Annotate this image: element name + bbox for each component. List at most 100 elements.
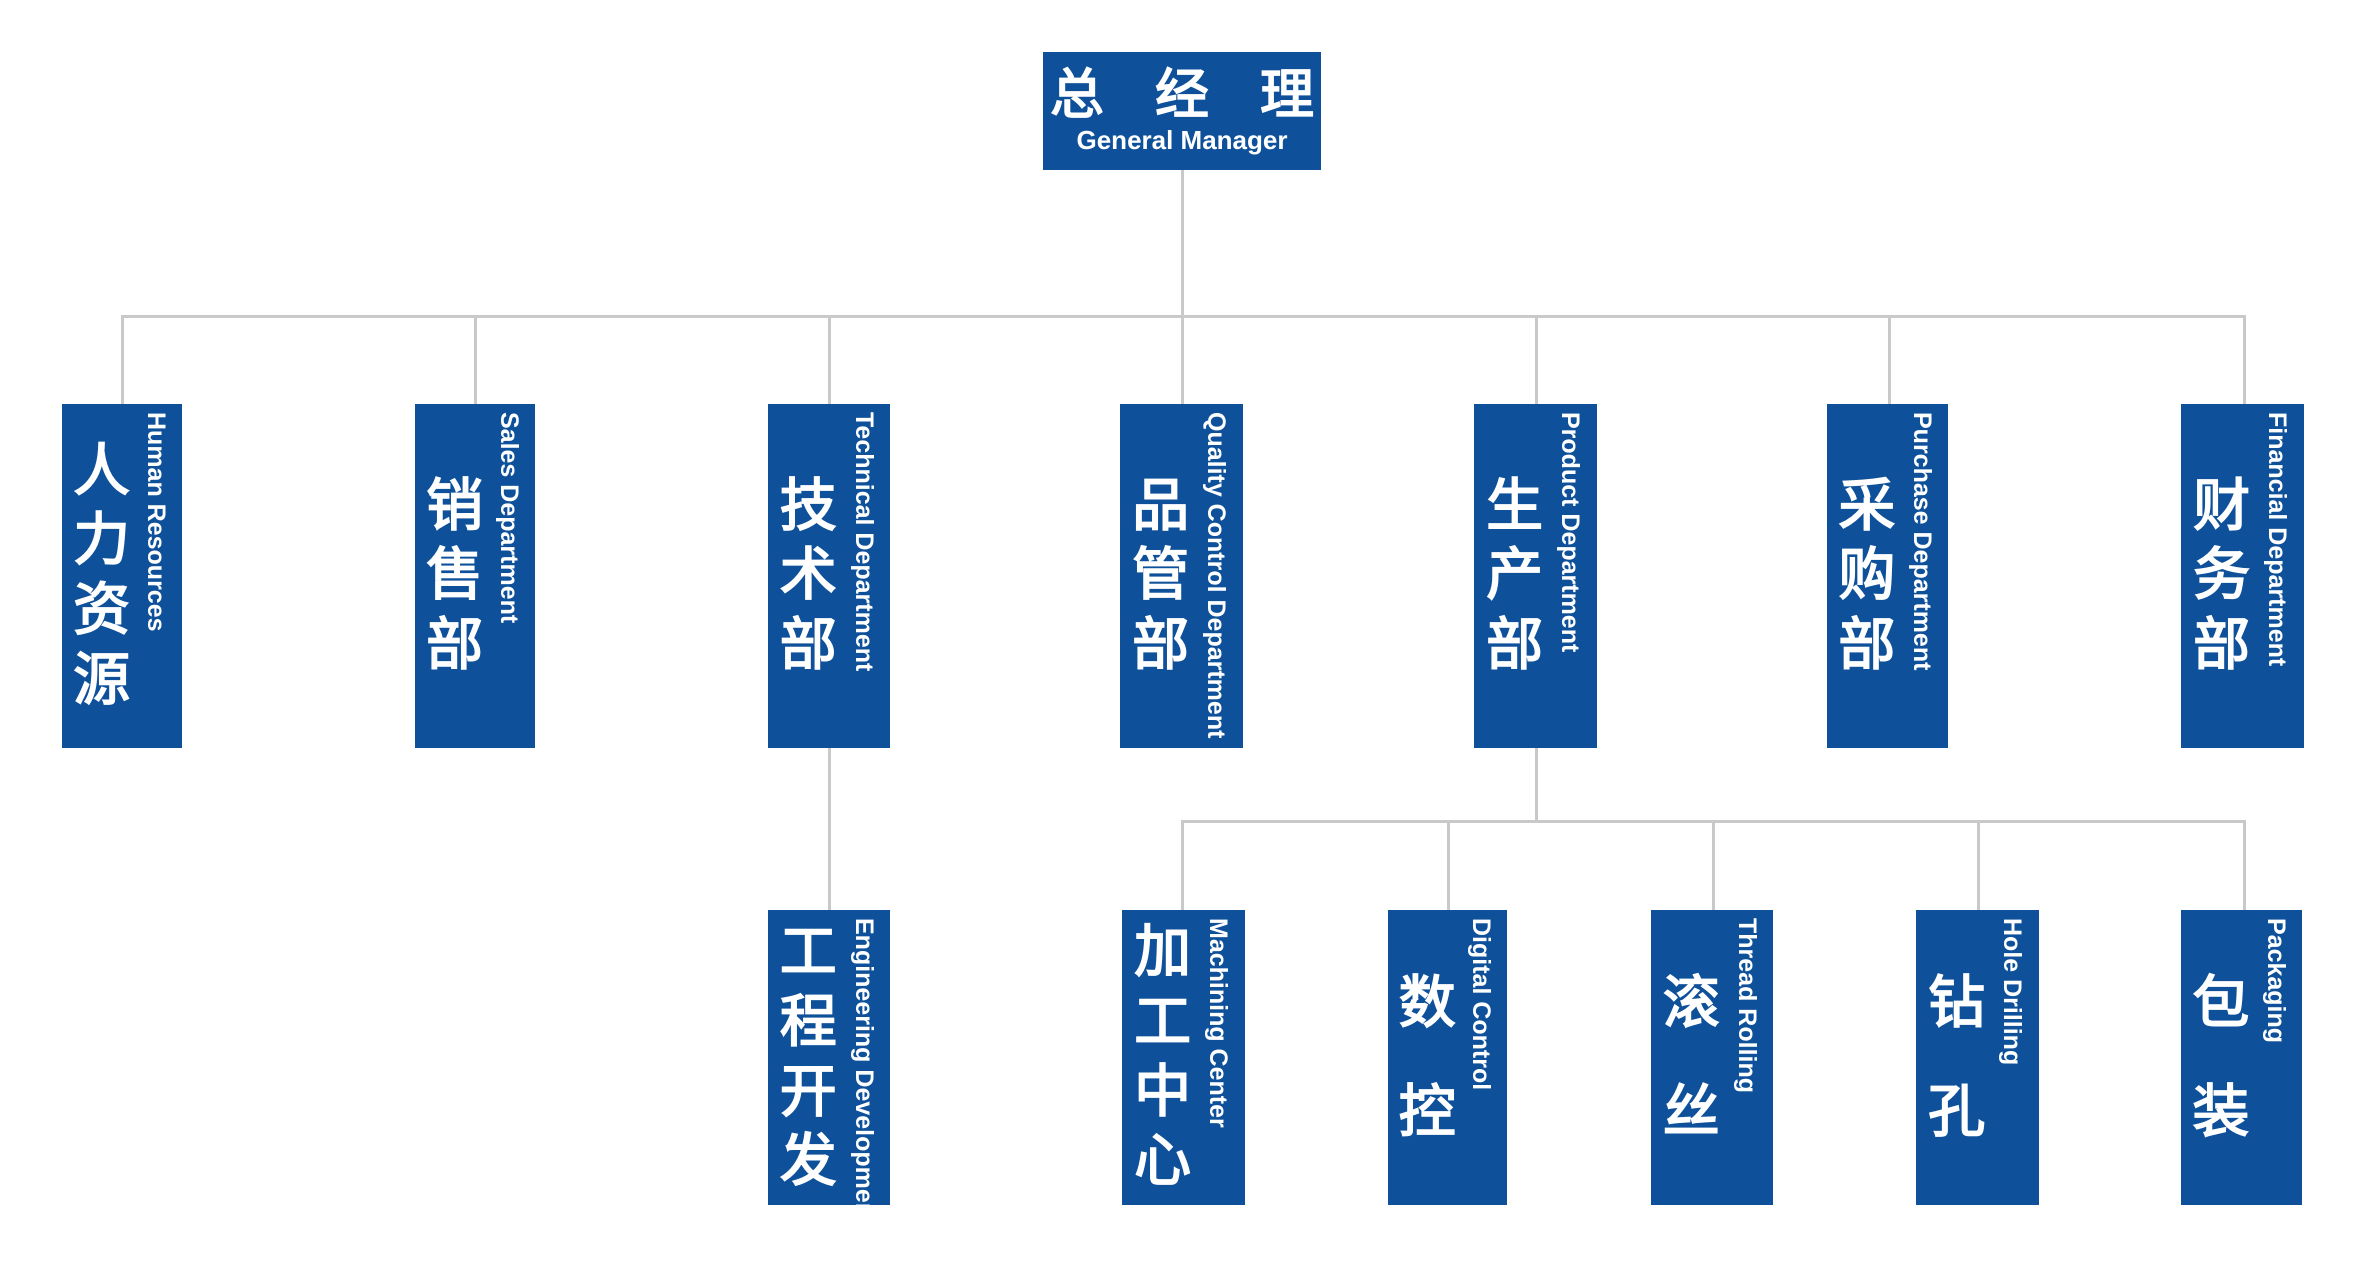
node-financial-cn: 财务部 <box>2181 404 2262 748</box>
node-hole-drilling-cn: 钻孔 <box>1916 910 1997 1205</box>
node-human-resources-cn: 人力资源 <box>62 404 141 748</box>
node-sales[interactable]: 销售部 Sales Department <box>415 404 535 748</box>
node-machining-center[interactable]: 加工中心 Machining Center <box>1122 910 1245 1205</box>
cn-char: 开 <box>779 1059 837 1124</box>
cn-char: 生 <box>1486 473 1544 538</box>
node-human-resources[interactable]: 人力资源 Human Resources <box>62 404 182 748</box>
node-engineering-development-en-wrap: Engineering Development <box>849 910 890 1226</box>
cn-char: 部 <box>1132 612 1190 677</box>
connector-to-digital-control <box>1447 820 1450 910</box>
cn-char: 装 <box>2192 1079 2250 1144</box>
cn-char: 滚 <box>1662 971 1720 1036</box>
connector-root-drop <box>1181 170 1184 317</box>
cn-char: 财 <box>2193 473 2251 538</box>
cn-char: 工 <box>1134 989 1192 1054</box>
node-machining-center-en-wrap: Machining Center <box>1203 910 1245 1205</box>
connector-to-quality-control <box>1181 315 1184 405</box>
node-technical-en-wrap: Technical Department <box>849 404 890 748</box>
cn-char: 钻 <box>1928 971 1986 1036</box>
connector-technical-to-engineering <box>828 748 831 910</box>
node-sales-cn: 销售部 <box>415 404 494 748</box>
node-sales-en-wrap: Sales Department <box>494 404 535 748</box>
node-engineering-development-cn: 工程开发 <box>768 910 849 1205</box>
node-purchase[interactable]: 采购部 Purchase Department <box>1827 404 1948 748</box>
cn-char: 力 <box>73 508 131 573</box>
cn-char: 发 <box>779 1129 837 1194</box>
connector-to-technical <box>828 315 831 405</box>
connector-to-human-resources <box>121 315 124 405</box>
node-quality-control-en-wrap: Quality Control Department <box>1201 404 1243 748</box>
node-sales-en: Sales Department <box>494 412 523 624</box>
node-quality-control-cn: 品管部 <box>1120 404 1201 748</box>
cn-char: 程 <box>779 989 837 1054</box>
connector-product-drop <box>1535 748 1538 823</box>
cn-char: 控 <box>1398 1079 1456 1144</box>
cn-char: 术 <box>779 543 837 608</box>
node-quality-control-en: Quality Control Department <box>1202 412 1231 739</box>
cn-char: 工 <box>779 920 837 985</box>
node-digital-control[interactable]: 数控 Digital Control <box>1388 910 1507 1205</box>
cn-char: 技 <box>779 473 837 538</box>
node-thread-rolling[interactable]: 滚丝 Thread Rolling <box>1651 910 1773 1205</box>
connector-to-purchase <box>1888 315 1891 405</box>
node-product[interactable]: 生产部 Product Department <box>1474 404 1597 748</box>
node-human-resources-en: Human Resources <box>141 412 170 632</box>
cn-char: 部 <box>426 612 484 677</box>
node-human-resources-en-wrap: Human Resources <box>141 404 182 748</box>
cn-char: 品 <box>1132 473 1190 538</box>
connector-to-thread-rolling <box>1712 820 1715 910</box>
connector-to-machining-center <box>1181 820 1184 910</box>
node-technical[interactable]: 技术部 Technical Department <box>768 404 890 748</box>
cn-char: 数 <box>1398 971 1456 1036</box>
cn-char: 部 <box>1838 612 1896 677</box>
cn-char: 源 <box>73 647 131 712</box>
cn-char: 务 <box>2193 543 2251 608</box>
node-thread-rolling-cn: 滚丝 <box>1651 910 1732 1205</box>
cn-char: 售 <box>426 543 484 608</box>
node-hole-drilling-en: Hole Drilling <box>1998 918 2027 1066</box>
cn-char: 孔 <box>1928 1079 1986 1144</box>
connector-to-sales <box>474 315 477 405</box>
connector-to-product <box>1535 315 1538 405</box>
node-engineering-development-en: Engineering Development <box>849 918 878 1227</box>
cn-char: 加 <box>1134 920 1192 985</box>
node-packaging[interactable]: 包装 Packaging <box>2181 910 2302 1205</box>
node-general-manager[interactable]: 总 经 理 General Manager <box>1043 52 1321 170</box>
cn-char: 购 <box>1838 543 1896 608</box>
node-purchase-en: Purchase Department <box>1907 412 1936 671</box>
node-packaging-en: Packaging <box>2261 918 2290 1044</box>
cn-char: 产 <box>1486 543 1544 608</box>
node-general-manager-en: General Manager <box>1076 124 1288 155</box>
node-product-en: Product Department <box>1556 412 1585 653</box>
node-financial-en-wrap: Financial Department <box>2262 404 2304 748</box>
node-packaging-cn: 包装 <box>2181 910 2261 1205</box>
cn-char: 中 <box>1134 1059 1192 1124</box>
cn-char: 采 <box>1838 473 1896 538</box>
connector-to-packaging <box>2243 820 2246 910</box>
node-engineering-development[interactable]: 工程开发 Engineering Development <box>768 910 890 1226</box>
node-thread-rolling-en-wrap: Thread Rolling <box>1732 910 1773 1205</box>
cn-char: 心 <box>1134 1129 1192 1194</box>
node-machining-center-en: Machining Center <box>1204 918 1233 1128</box>
node-financial-en: Financial Department <box>2263 412 2292 667</box>
node-digital-control-en: Digital Control <box>1466 918 1495 1091</box>
node-machining-center-cn: 加工中心 <box>1122 910 1203 1205</box>
node-thread-rolling-en: Thread Rolling <box>1732 918 1761 1093</box>
cn-char: 资 <box>73 578 131 642</box>
node-technical-cn: 技术部 <box>768 404 849 748</box>
cn-char: 管 <box>1132 543 1190 608</box>
cn-char: 丝 <box>1662 1079 1720 1144</box>
node-digital-control-cn: 数控 <box>1388 910 1467 1205</box>
node-quality-control[interactable]: 品管部 Quality Control Department <box>1120 404 1243 748</box>
cn-char: 部 <box>1486 612 1544 677</box>
cn-char: 人 <box>73 438 131 503</box>
cn-char: 部 <box>779 612 837 677</box>
node-packaging-en-wrap: Packaging <box>2261 910 2302 1205</box>
node-product-en-wrap: Product Department <box>1555 404 1597 748</box>
node-hole-drilling[interactable]: 钻孔 Hole Drilling <box>1916 910 2039 1205</box>
connector-to-hole-drilling <box>1977 820 1980 910</box>
node-technical-en: Technical Department <box>849 412 878 672</box>
node-financial[interactable]: 财务部 Financial Department <box>2181 404 2304 748</box>
node-digital-control-en-wrap: Digital Control <box>1467 910 1507 1205</box>
